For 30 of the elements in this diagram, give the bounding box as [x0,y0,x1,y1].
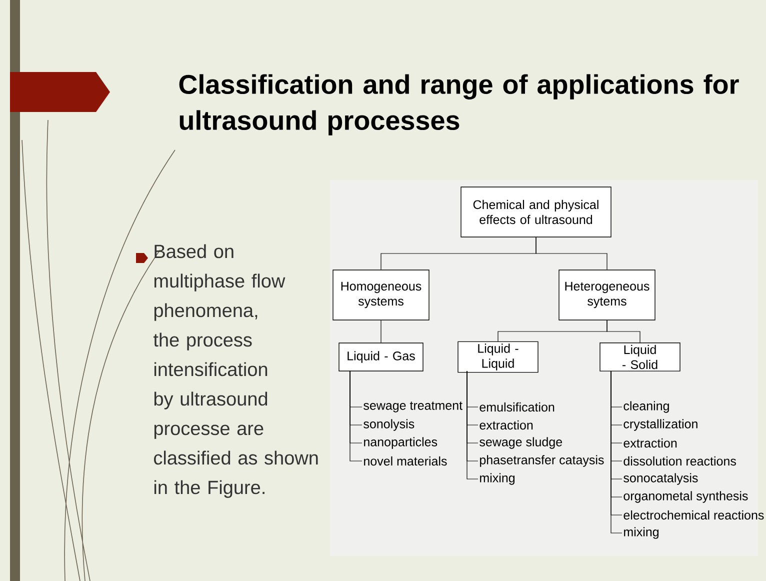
category-box: Homogeneous systems [332,270,430,320]
application-item: extraction [480,420,533,430]
bullet-text: Based on multiphase flow phenomena, the process intensification by ultrasound processe are classified as shown in the Figure. [154,244,318,498]
category-box: Liquid - Gas [338,342,424,372]
application-item: sewage treatment [364,402,462,412]
category-box: Heterogeneous sytems [558,270,656,320]
connector-line [606,320,640,343]
category-box: Liquid - Solid [600,342,680,372]
category-box: Liquid - Liquid [458,341,538,373]
application-item: emulsification [480,402,554,412]
slide-title: Classification and range of applications for ultrasound processes [179,74,739,136]
application-item: extraction [624,438,677,448]
application-item: sonocatalysis [624,473,698,485]
application-item: organometal synthesis [624,491,748,503]
application-item: dissolution reactions [624,456,736,466]
connector-line [380,320,382,343]
application-item: crystallization [624,419,698,431]
application-item: novel materials [364,456,447,466]
application-item: phasetransfer cataysis [480,455,604,467]
connector-line [536,237,608,270]
category-box: Chemical and physical effects of ultrasound [460,186,612,238]
connector-line [466,370,478,480]
application-item: cleaning [624,401,669,413]
connector-line [350,370,362,462]
application-item: mixing [480,473,514,485]
application-item: sonolysis [364,419,414,431]
application-item: nanoparticles [364,437,438,449]
application-item: electrochemical reactions [624,510,764,520]
application-item: mixing [624,527,658,539]
application-item: sewage sludge [480,437,562,449]
